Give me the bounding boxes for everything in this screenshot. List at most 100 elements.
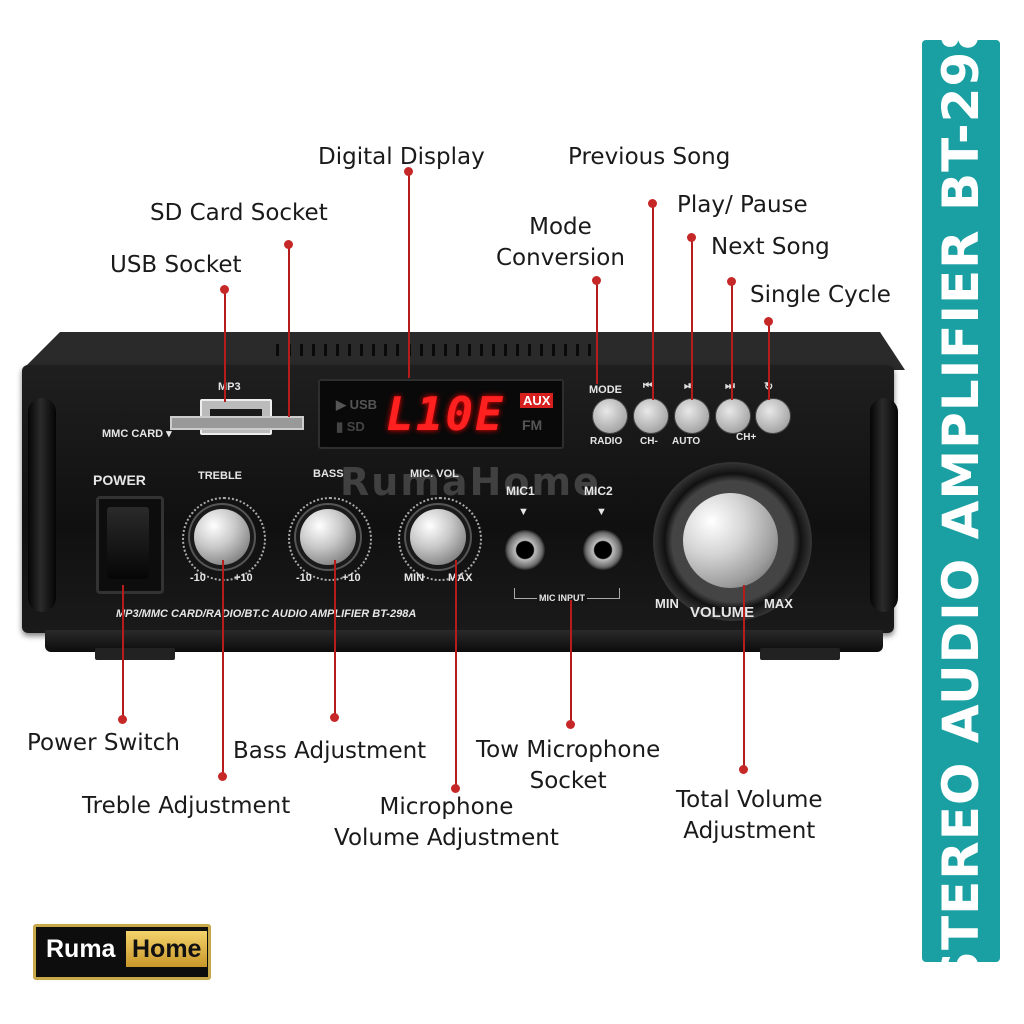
play-pause-button[interactable] bbox=[674, 398, 710, 434]
bass-scale bbox=[288, 497, 372, 581]
bass-min-label: -10 bbox=[296, 572, 312, 584]
play-pause-icon: ⏯ bbox=[684, 380, 693, 392]
callout-dot bbox=[330, 713, 339, 722]
mic-volume-knob[interactable] bbox=[410, 509, 466, 565]
callout-line bbox=[122, 585, 124, 719]
label-microphone-volume-adjustment: Microphone Volume Adjustment bbox=[334, 794, 559, 852]
treble-knob[interactable] bbox=[194, 509, 250, 565]
callout-dot bbox=[764, 317, 773, 326]
label-single-cycle: Single Cycle bbox=[750, 282, 891, 308]
digital-display: ▶ USB ▮ SD L10E AUX FM bbox=[318, 379, 564, 449]
next-button[interactable] bbox=[715, 398, 751, 434]
display-aux-indicator: AUX bbox=[520, 393, 554, 408]
callout-line bbox=[731, 282, 733, 400]
callout-dot bbox=[118, 715, 127, 724]
watermark: RumaHome bbox=[340, 460, 601, 504]
next-icon: ⏭ bbox=[725, 380, 735, 392]
callout-line bbox=[408, 172, 410, 378]
callout-line bbox=[743, 585, 745, 769]
mic-vol-scale bbox=[398, 497, 482, 581]
volume-max-label: MAX bbox=[764, 596, 793, 611]
mic-max-label: MAX bbox=[448, 572, 473, 584]
callout-line bbox=[768, 322, 770, 400]
callout-dot bbox=[220, 285, 229, 294]
display-sd-indicator: ▮ SD bbox=[336, 419, 365, 434]
repeat-button[interactable] bbox=[755, 398, 791, 434]
ch-plus-label: CH+ bbox=[736, 432, 757, 443]
model-strip: MP3/MMC CARD/RADIO/BT.C AUDIO AMPLIFIER … bbox=[116, 608, 417, 620]
label-next-song: Next Song bbox=[711, 234, 830, 260]
callout-line bbox=[691, 238, 693, 400]
power-label: POWER bbox=[93, 472, 146, 488]
bass-label: BASS bbox=[313, 468, 344, 480]
callout-dot bbox=[284, 240, 293, 249]
previous-icon: ⏮ bbox=[643, 380, 653, 392]
label-tow-microphone-socket: Tow Microphone Socket bbox=[476, 737, 661, 795]
treble-scale bbox=[182, 497, 266, 581]
mic-min-label: MIN bbox=[404, 572, 425, 584]
display-fm-indicator: FM bbox=[522, 417, 543, 433]
callout-line bbox=[455, 560, 457, 788]
amplifier-foot bbox=[95, 648, 175, 660]
label-play-pause: Play/ Pause bbox=[677, 192, 808, 218]
left-handle bbox=[28, 398, 56, 612]
treble-min-label: -10 bbox=[190, 572, 206, 584]
label-total-volume-adjustment: Total Volume Adjustment bbox=[676, 787, 823, 845]
label-mode-conversion: Mode Conversion bbox=[496, 214, 625, 272]
previous-button[interactable] bbox=[633, 398, 669, 434]
treble-max-label: +10 bbox=[234, 572, 253, 584]
mic2-jack[interactable] bbox=[583, 530, 623, 570]
callout-line bbox=[222, 560, 224, 776]
mode-label: MODE bbox=[589, 384, 622, 396]
auto-label: AUTO bbox=[672, 436, 701, 447]
callout-dot bbox=[648, 199, 657, 208]
mp3-label: MP3 bbox=[218, 381, 241, 393]
volume-label: VOLUME bbox=[690, 604, 755, 621]
logo-text-left: Ruma bbox=[46, 935, 116, 963]
logo-text-right: Home bbox=[126, 931, 208, 967]
amplifier-top-cover bbox=[22, 332, 905, 370]
mic-vol-label: MIC. VOL bbox=[410, 468, 459, 480]
ch-minus-label: CH- bbox=[640, 436, 658, 447]
mic-input-label: MIC INPUT bbox=[537, 593, 587, 603]
treble-label: TREBLE bbox=[198, 470, 242, 482]
bass-max-label: +10 bbox=[342, 572, 361, 584]
amplifier-foot bbox=[760, 648, 840, 660]
callout-line bbox=[596, 280, 598, 384]
label-sd-card-socket: SD Card Socket bbox=[150, 200, 328, 226]
display-usb-indicator: ▶ USB bbox=[336, 397, 378, 412]
mic1-jack[interactable] bbox=[505, 530, 545, 570]
mic1-arrow-icon: ▼ bbox=[518, 506, 529, 518]
callout-line bbox=[570, 600, 572, 724]
mic1-label: MIC1 bbox=[506, 484, 535, 498]
callout-line bbox=[288, 245, 290, 417]
label-previous-song: Previous Song bbox=[568, 144, 731, 170]
title-banner bbox=[922, 40, 1000, 962]
label-bass-adjustment: Bass Adjustment bbox=[233, 738, 427, 764]
callout-dot bbox=[687, 233, 696, 242]
banner-title: STEREO AUDIO AMPLIFIER BT-298 bbox=[932, 15, 990, 987]
callout-dot bbox=[451, 784, 460, 793]
display-readout: L10E bbox=[386, 387, 505, 441]
radio-label: RADIO bbox=[590, 436, 623, 447]
power-switch[interactable] bbox=[96, 496, 164, 594]
bass-knob[interactable] bbox=[300, 509, 356, 565]
callout-dot bbox=[218, 772, 227, 781]
callout-dot bbox=[739, 765, 748, 774]
callout-dot bbox=[404, 167, 413, 176]
volume-min-label: MIN bbox=[655, 596, 679, 611]
label-usb-socket: USB Socket bbox=[110, 252, 242, 278]
mic2-arrow-icon: ▼ bbox=[596, 506, 607, 518]
mic2-label: MIC2 bbox=[584, 484, 613, 498]
callout-dot bbox=[566, 720, 575, 729]
label-digital-display: Digital Display bbox=[318, 144, 485, 170]
sd-card-slot[interactable] bbox=[170, 416, 304, 430]
volume-knob[interactable] bbox=[683, 493, 778, 588]
label-power-switch: Power Switch bbox=[27, 730, 180, 756]
amplifier-base bbox=[45, 630, 883, 652]
mode-button[interactable] bbox=[592, 398, 628, 434]
callout-dot bbox=[592, 276, 601, 285]
callout-line bbox=[652, 204, 654, 400]
mmc-card-label: MMC CARD ▾ bbox=[102, 428, 172, 440]
callout-dot bbox=[727, 277, 736, 286]
